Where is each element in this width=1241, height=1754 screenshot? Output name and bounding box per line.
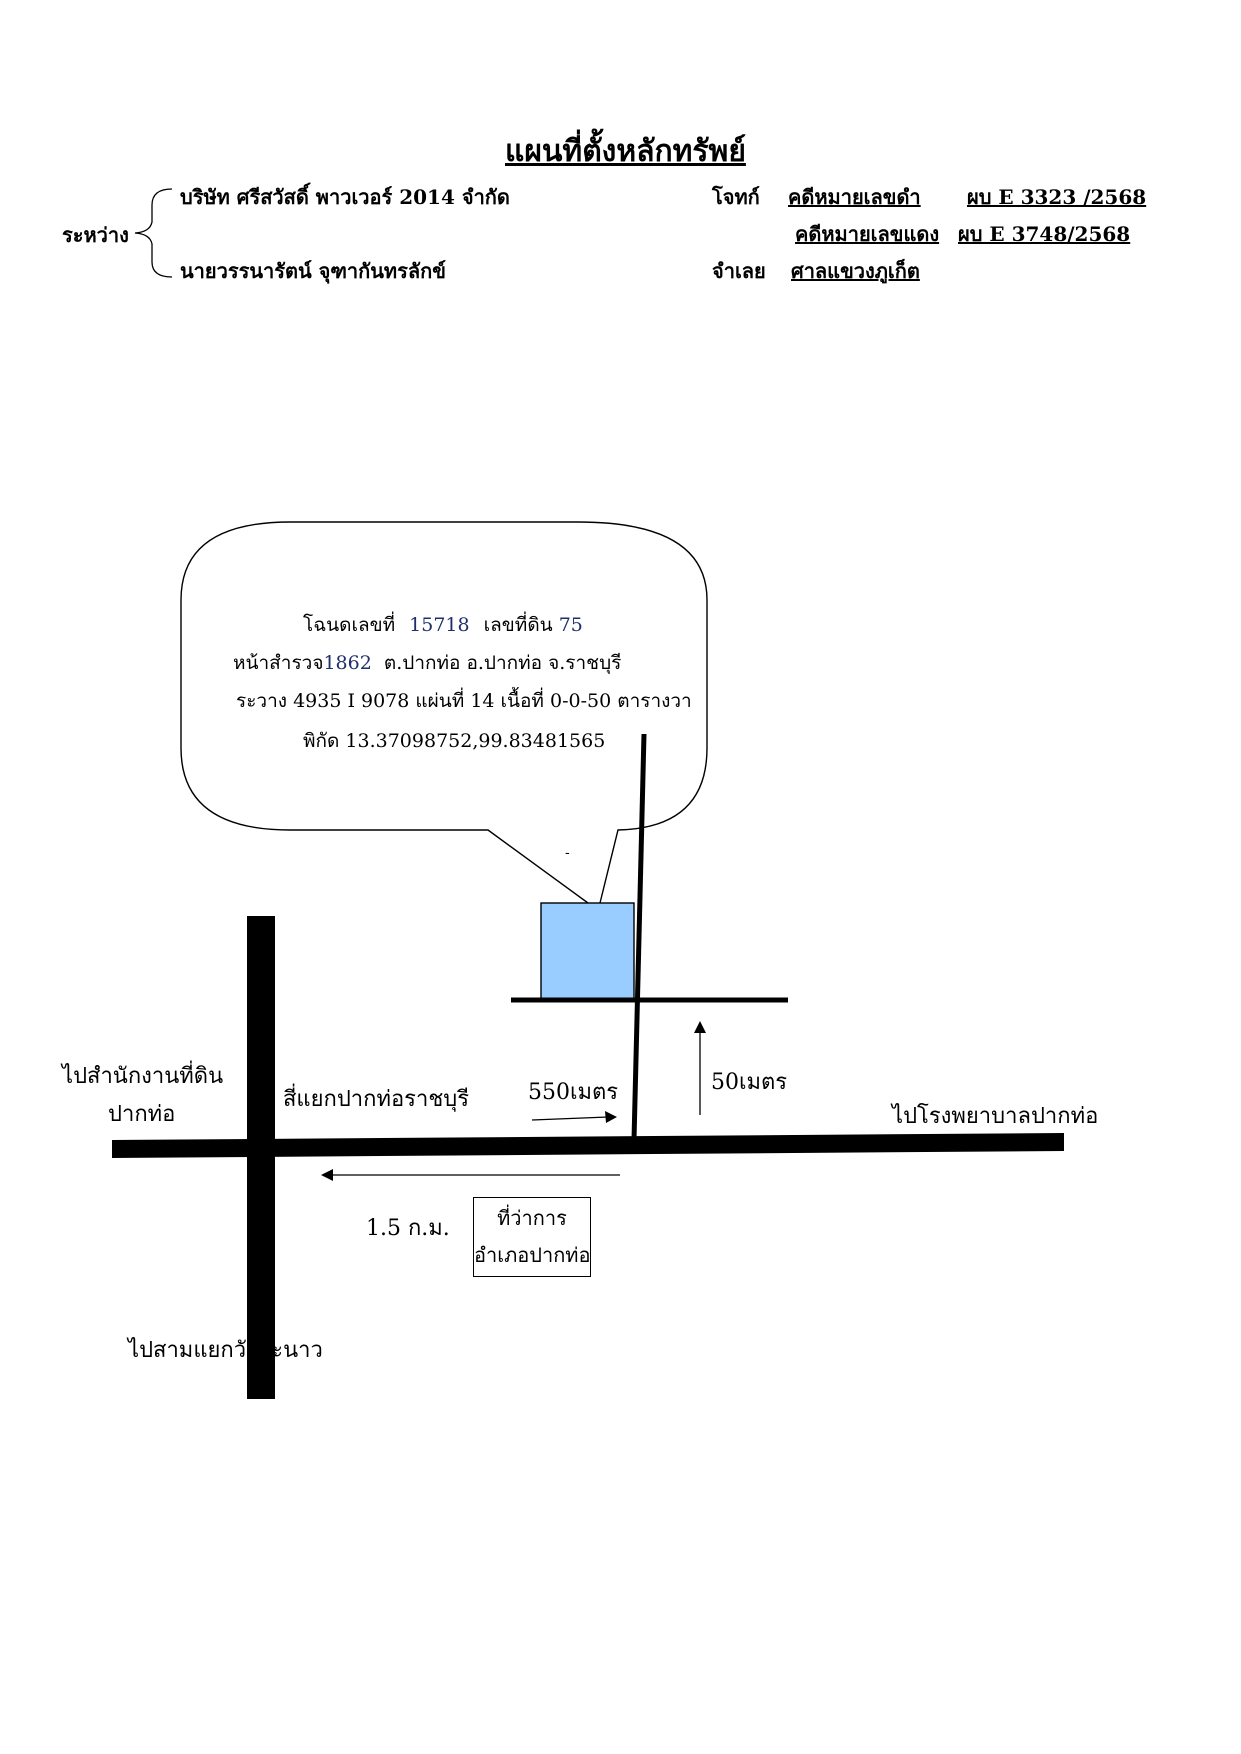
survey-line: หน้าสำรวจ1862 ต.ปากท่อ อ.ปากท่อ จ.ราชบุร…	[233, 652, 622, 674]
map-sheet-line: ระวาง 4935 I 9078 แผ่นที่ 14 เนื้อที่ 0-…	[236, 690, 692, 712]
district-office-line2: อำเภอปากท่อ	[474, 1243, 591, 1267]
arrow-550-head	[605, 1111, 617, 1123]
property-square	[540, 902, 635, 1001]
red-case-number: ผบ E 3748/2568	[958, 222, 1131, 246]
callout-outline	[180, 521, 708, 904]
label-550m: 550เมตร	[528, 1080, 619, 1105]
arrow-1-5-head	[321, 1169, 333, 1181]
district-office-box: ที่ว่าการ อำเภอปากท่อ	[473, 1197, 591, 1277]
survey-number: 1862	[323, 652, 372, 674]
label-intersection: สี่แยกปากท่อราชบุรี	[283, 1087, 470, 1112]
between-label: ระหว่าง	[62, 223, 129, 247]
side-road-vertical	[631, 733, 647, 1141]
black-case-label: คดีหมายเลขดำ	[788, 185, 921, 209]
arrow-550-line	[531, 1116, 609, 1121]
label-to-wang-manao: ไปสามแยกวังมะนาว	[128, 1338, 323, 1363]
deed-number: 15718	[409, 614, 470, 636]
label-to-land-office-2: ปากท่อ	[108, 1102, 176, 1127]
black-case-number: ผบ E 3323 /2568	[967, 185, 1147, 209]
label-50m: 50เมตร	[711, 1070, 788, 1095]
deed-line: โฉนดเลขที่ 15718 เลขที่ดิน 75	[303, 614, 583, 636]
district-office-line1: ที่ว่าการ	[497, 1206, 567, 1230]
court-name: ศาลแขวงภูเก็ต	[791, 259, 920, 283]
cross-road	[247, 916, 275, 1399]
page-title: แผนที่ตั้งหลักทรัพย์	[505, 134, 746, 169]
label-1-5km: 1.5 ก.ม.	[366, 1216, 450, 1241]
main-road	[112, 1133, 1064, 1158]
red-case-label: คดีหมายเลขแดง	[795, 222, 940, 246]
curly-brace	[134, 188, 173, 278]
defendant-label: จำเลย	[712, 259, 766, 283]
defendant-name: นายวรรนารัตน์ จุฑากันทรลักข์	[180, 259, 446, 283]
dash-mark: -	[565, 845, 570, 861]
coordinates-line: พิกัด 13.37098752,99.83481565	[303, 730, 606, 752]
plaintiff-name: บริษัท ศรีสวัสดิ์ พาวเวอร์ 2014 จำกัด	[180, 185, 510, 209]
label-to-land-office: ไปสำนักงานที่ดิน	[62, 1064, 224, 1089]
arrow-50-head	[694, 1021, 706, 1033]
land-number: 75	[558, 614, 583, 636]
label-to-hospital: ไปโรงพยาบาลปากท่อ	[892, 1104, 1099, 1129]
plaintiff-label: โจทก์	[712, 185, 760, 209]
